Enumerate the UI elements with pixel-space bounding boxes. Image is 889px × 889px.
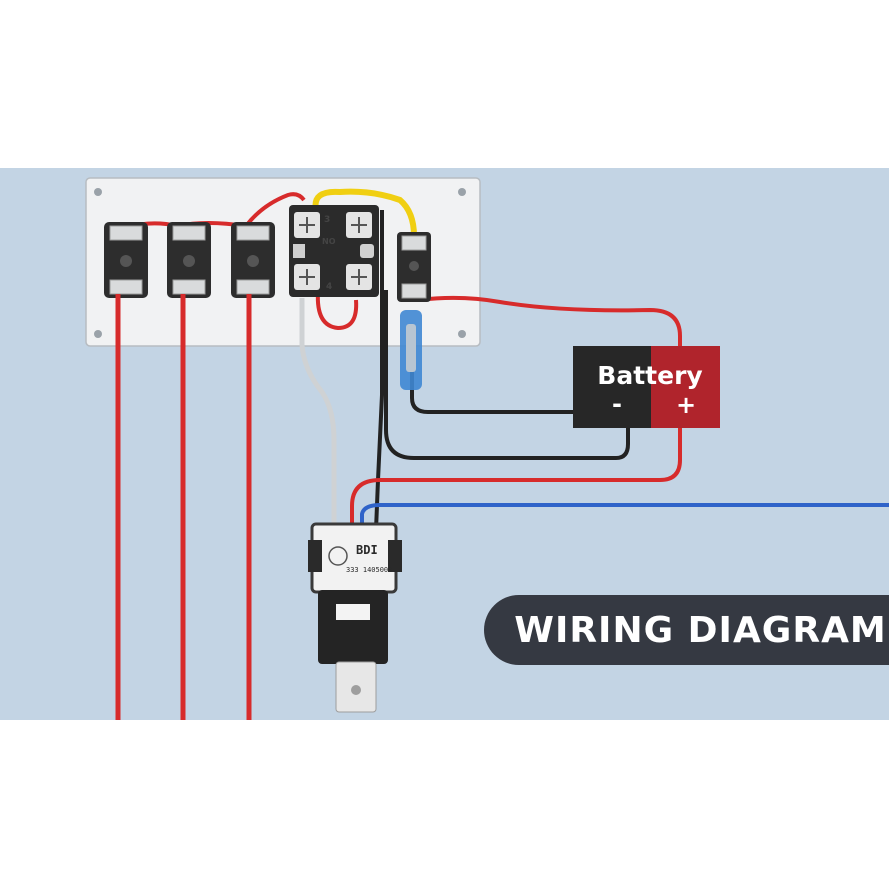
pin-4-label: 4 [326, 282, 332, 292]
battery: Battery - + [573, 346, 720, 428]
battery-positive-half [651, 346, 720, 428]
panel-screw-hole [458, 330, 466, 338]
battery-negative-label: - [612, 390, 622, 418]
red-loop-wire [315, 291, 359, 331]
rocker-switch-2 [167, 222, 211, 298]
yellow-jumper-wire [312, 188, 417, 237]
panel-screw-hole [94, 330, 102, 338]
panel-screw-hole [458, 188, 466, 196]
panel-screw-hole [94, 188, 102, 196]
gray-wire [299, 298, 337, 530]
rocker-switch-3 [231, 222, 275, 298]
title-banner: WIRING DIAGRAM [484, 595, 889, 665]
rocker-switch-1 [104, 222, 148, 298]
battery-positive-label: + [676, 391, 696, 419]
black-wire-battery-negative [410, 330, 578, 414]
battery-label: Battery [597, 361, 702, 390]
blue-spade-connector [400, 310, 422, 390]
indicator-switch [397, 232, 431, 302]
battery-negative-half [573, 346, 651, 428]
relay-part-number: 333 1405008 [346, 566, 392, 574]
red-wire-battery-positive [350, 295, 682, 530]
black-wire-return [384, 290, 630, 460]
relay: BDI 333 1405008 [308, 522, 402, 713]
pin-3-label: 3 [324, 215, 330, 225]
contact-no-label: NO [322, 237, 336, 246]
page-title: WIRING DIAGRAM [514, 609, 887, 651]
relay-brand: BDI [356, 543, 378, 557]
blue-wire [360, 503, 889, 530]
switch-contact-block: 3 NO 4 [289, 205, 379, 297]
